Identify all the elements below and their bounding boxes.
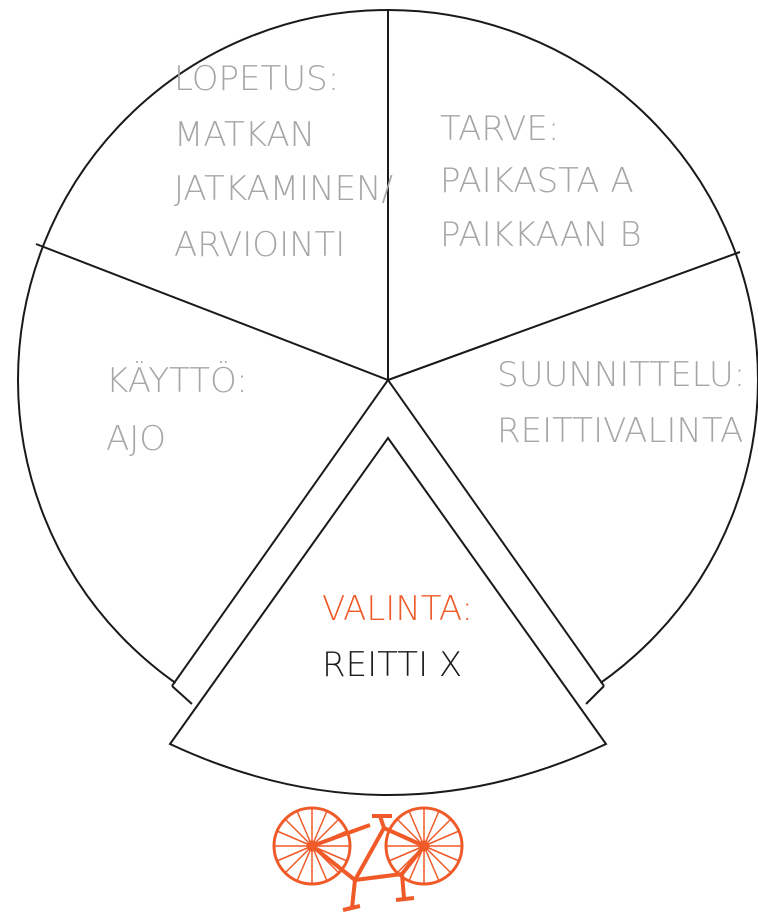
divider-left <box>35 243 389 381</box>
svg-text:TARVE: PAIKASTA A: TARVE: PAIKASTA A PAIKKAAN B <box>440 109 644 255</box>
svg-text:VALINTA: REITTI X: VALINTA: REITTI X <box>322 589 484 685</box>
bicycle-icon <box>272 806 464 912</box>
segment-lopetus[interactable]: LOPETUS: MATKAN JATKAMINEN/ ARVIOINTI <box>174 59 404 265</box>
segment-tarve-line-3: PAIKKAAN B <box>440 215 642 255</box>
segment-valinta-highlight[interactable] <box>168 436 608 796</box>
divider-right <box>387 251 741 381</box>
segment-suunnittelu[interactable]: SUUNNITTELU: REITTIVALINTA <box>497 355 756 451</box>
gap-rim-right <box>585 685 605 705</box>
segment-tarve[interactable]: TARVE: PAIKASTA A PAIKKAAN B <box>440 109 644 255</box>
segment-tarve-line-2: PAIKASTA A <box>440 161 634 201</box>
segment-lopetus-line-3: JATKAMINEN/ <box>174 169 393 209</box>
gap-edge-right <box>387 379 605 687</box>
segment-suunnittelu-line-2: REITTIVALINTA <box>497 411 743 451</box>
wheel-dividers <box>35 10 741 687</box>
svg-text:LOPETUS: MATKAN JA: LOPETUS: MATKAN JATKAMINEN/ ARVIOINTI <box>174 59 404 265</box>
gap-rim-left <box>171 685 193 705</box>
segment-kaytto[interactable]: KÄYTTÖ: AJO <box>106 361 258 459</box>
segment-valinta-line-2: REITTI X <box>322 645 462 685</box>
segment-lopetus-line-2: MATKAN <box>174 115 315 155</box>
segment-lopetus-line-1: LOPETUS: <box>174 59 339 99</box>
segment-valinta[interactable]: VALINTA: REITTI X <box>322 589 484 685</box>
gap-edge-left <box>171 379 389 687</box>
segment-tarve-line-1: TARVE: <box>440 109 559 149</box>
segment-kaytto-line-2: AJO <box>106 419 166 459</box>
segment-kaytto-line-1: KÄYTTÖ: <box>106 361 248 401</box>
segment-valinta-line-1: VALINTA: <box>322 589 473 629</box>
segment-suunnittelu-line-1: SUUNNITTELU: <box>497 355 745 395</box>
svg-text:KÄYTTÖ: AJO: KÄYTTÖ: AJO <box>106 361 258 459</box>
segment-lopetus-line-4: ARVIOINTI <box>174 225 345 265</box>
svg-text:SUUNNITTELU: REITTIVALIN: SUUNNITTELU: REITTIVALINTA <box>497 355 756 451</box>
